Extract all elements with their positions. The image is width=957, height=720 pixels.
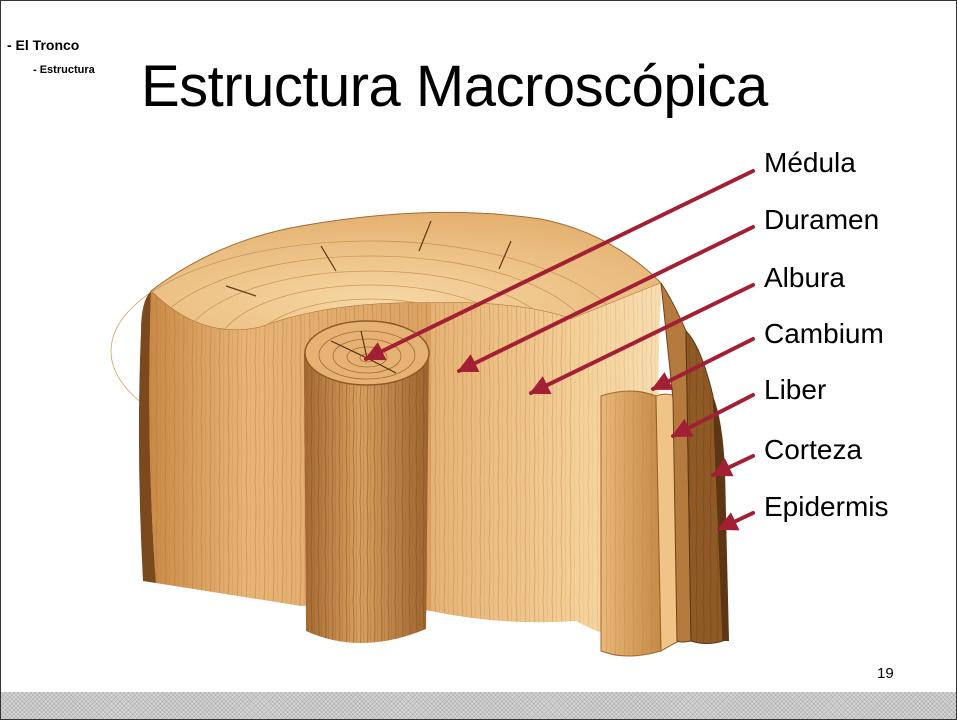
label-liber: Liber <box>764 374 826 406</box>
label-albura: Albura <box>764 262 845 294</box>
footer-band <box>1 692 956 719</box>
label-medula: Médula <box>764 147 856 179</box>
label-cambium: Cambium <box>764 318 884 350</box>
label-epidermis: Epidermis <box>764 491 888 523</box>
label-corteza: Corteza <box>764 434 862 466</box>
label-duramen: Duramen <box>764 204 879 236</box>
page-number: 19 <box>877 665 894 682</box>
